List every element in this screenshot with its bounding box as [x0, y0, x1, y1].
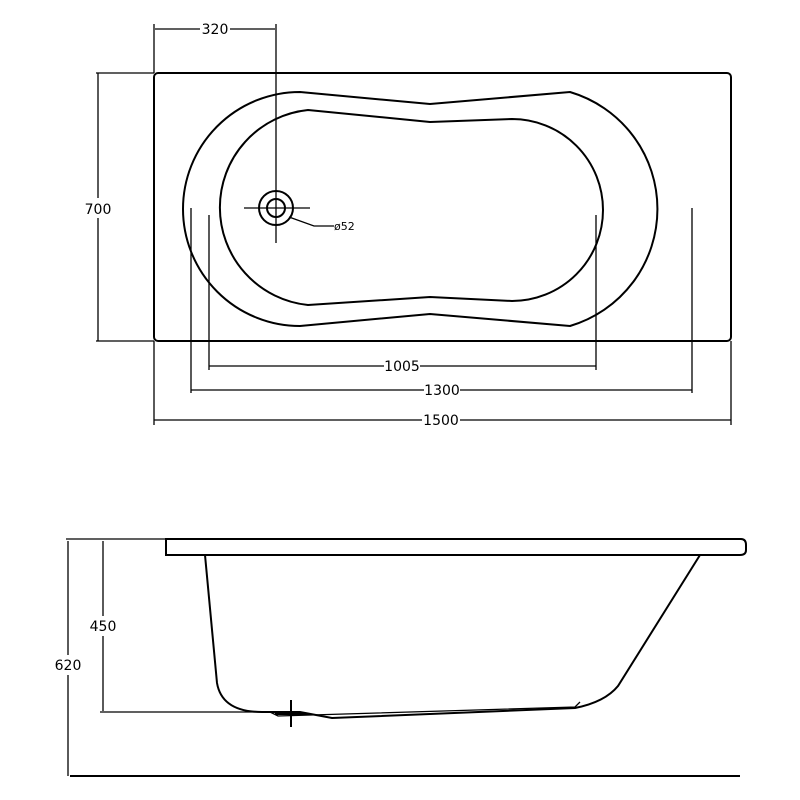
- side-tub-body: [204, 554, 701, 720]
- inner-length-label: 1005: [384, 359, 420, 375]
- side-tub-base: [269, 701, 581, 717]
- width-dimension: [96, 72, 154, 342]
- top-view: ø52 320 700 1005: [85, 22, 732, 429]
- outer-bowl-outline: [182, 90, 659, 328]
- inner-bowl-outline: [218, 108, 604, 307]
- drain-offset-label: 320: [202, 22, 229, 38]
- overall-height-dimension: [66, 538, 100, 776]
- bath-depth-dimension: [100, 538, 262, 713]
- overall-height-label: 620: [55, 658, 82, 674]
- drain-offset-dimension: [153, 24, 277, 175]
- bowl-length-label: 1300: [424, 383, 460, 399]
- tub-rim-outline: [153, 72, 732, 342]
- drain-diameter-label: ø52: [334, 220, 355, 233]
- width-label: 700: [85, 202, 112, 218]
- side-drain-symbol: [275, 700, 310, 727]
- bath-depth-label: 450: [90, 619, 117, 635]
- drain-symbol: [244, 175, 310, 243]
- side-rim: [165, 538, 747, 556]
- overall-length-label: 1500: [423, 413, 459, 429]
- drain-diameter-leader: [288, 216, 334, 227]
- side-view: 450 620: [55, 538, 747, 777]
